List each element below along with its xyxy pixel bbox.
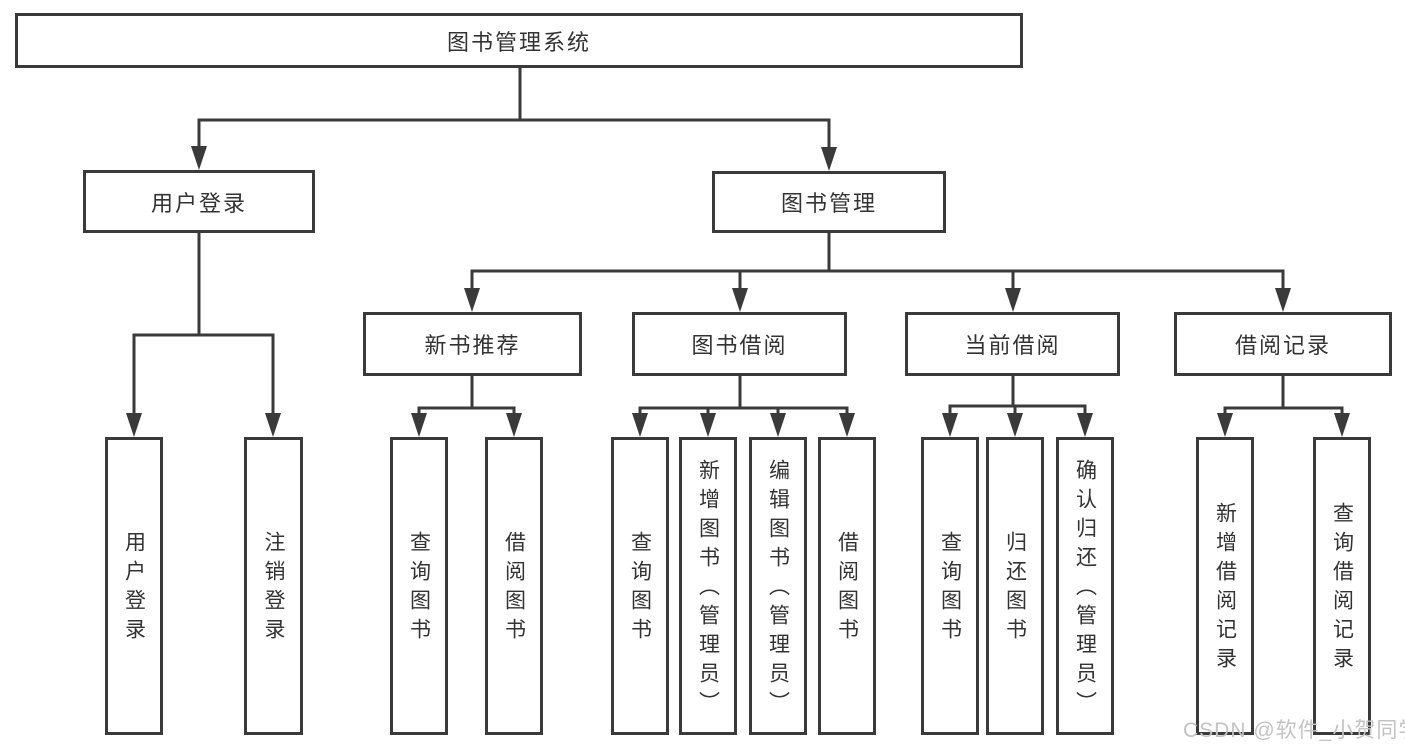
leaf-edit-book-admin: 编辑图书（管理员） — [749, 437, 807, 735]
leaf-query-books-2: 查询图书 — [611, 437, 669, 735]
leaf-borrow-books-2: 借阅图书 — [818, 437, 876, 735]
watermark: CSDN @软件_小贺同学 — [1183, 719, 1405, 742]
leaf-query-books-3: 查询图书 — [921, 437, 979, 735]
leaf-query-borrow-record: 查询借阅记录 — [1313, 437, 1371, 735]
node-new-book-recommend: 新书推荐 — [363, 312, 582, 376]
leaf-return-book: 归还图书 — [986, 437, 1044, 735]
node-user-login: 用户登录 — [83, 170, 315, 233]
leaf-confirm-return-admin: 确认归还（管理员） — [1056, 437, 1114, 735]
node-borrow-records: 借阅记录 — [1174, 312, 1392, 376]
node-current-borrow: 当前借阅 — [905, 312, 1120, 376]
leaf-add-borrow-record: 新增借阅记录 — [1196, 437, 1254, 735]
leaf-user-login: 用户登录 — [105, 437, 163, 735]
node-root: 图书管理系统 — [15, 13, 1023, 68]
leaf-query-books-1: 查询图书 — [390, 437, 448, 735]
leaf-logout: 注销登录 — [244, 437, 303, 735]
leaf-borrow-books-1: 借阅图书 — [485, 437, 543, 735]
node-book-borrow: 图书借阅 — [632, 312, 847, 376]
node-book-management: 图书管理 — [712, 171, 946, 233]
leaf-add-book-admin: 新增图书（管理员） — [679, 437, 737, 735]
